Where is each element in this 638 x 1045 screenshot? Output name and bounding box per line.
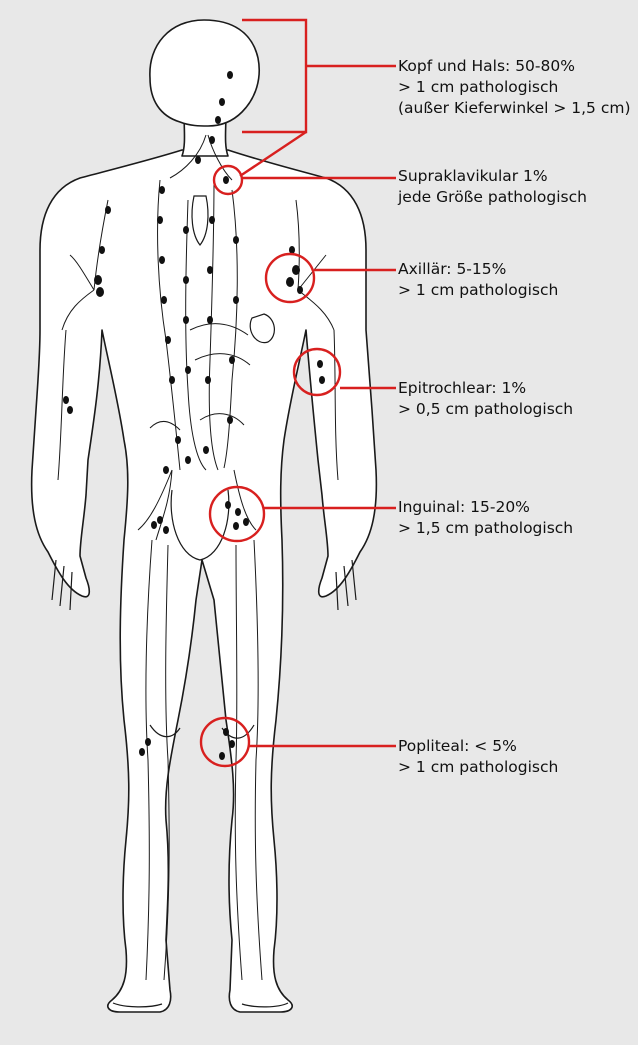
label-kopf-hals-line-1: Kopf und Hals: 50-80% [398,56,631,77]
label-popliteal-line-2: > 1 cm pathologisch [398,757,558,778]
label-supraklavikular: Supraklavikular 1% jede Größe pathologis… [398,166,587,208]
label-kopf-hals-line-2: > 1 cm pathologisch [398,77,631,98]
label-axillaer-line-2: > 1 cm pathologisch [398,280,558,301]
label-axillaer: Axillär: 5-15% > 1 cm pathologisch [398,259,558,301]
label-supraklavikular-line-2: jede Größe pathologisch [398,187,587,208]
label-inguinal-line-1: Inguinal: 15-20% [398,497,573,518]
body-outline [32,20,377,1012]
label-epitrochlear: Epitrochlear: 1% > 0,5 cm pathologisch [398,378,573,420]
label-popliteal-line-1: Popliteal: < 5% [398,736,558,757]
label-epitrochlear-line-2: > 0,5 cm pathologisch [398,399,573,420]
label-popliteal: Popliteal: < 5% > 1 cm pathologisch [398,736,558,778]
label-supraklavikular-line-1: Supraklavikular 1% [398,166,587,187]
label-inguinal-line-2: > 1,5 cm pathologisch [398,518,573,539]
label-inguinal: Inguinal: 15-20% > 1,5 cm pathologisch [398,497,573,539]
label-kopf-hals: Kopf und Hals: 50-80% > 1 cm pathologisc… [398,56,631,119]
head [150,20,259,126]
label-axillaer-line-1: Axillär: 5-15% [398,259,558,280]
label-kopf-hals-line-3: (außer Kieferwinkel > 1,5 cm) [398,98,631,119]
body-silhouette [32,150,377,1012]
label-epitrochlear-line-1: Epitrochlear: 1% [398,378,573,399]
